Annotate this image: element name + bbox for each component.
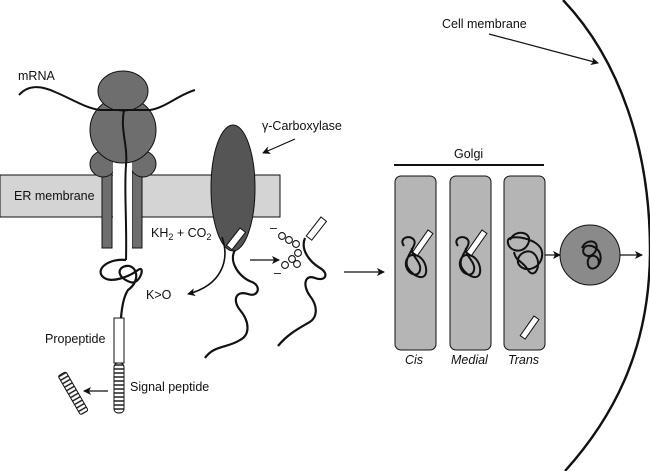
mrna-strand: [18, 86, 196, 111]
gla-residues: [278, 232, 302, 269]
carboxylated-propeptide: [305, 216, 328, 241]
cell-membrane-pointer-arrow: [488, 33, 599, 66]
translocon-right: [131, 167, 143, 249]
coo-minus-upper: –: [270, 221, 277, 235]
golgi-medial: Medial: [449, 175, 492, 367]
carboxylase-label: γ-Carboxylase: [262, 119, 342, 133]
substrate-protein: [204, 249, 259, 359]
golgi-cis-label: Cis: [405, 353, 423, 367]
epoxide-conversion-arrow: [187, 236, 226, 297]
epoxide-label: K>O: [146, 288, 172, 302]
propeptide: [113, 317, 125, 364]
carboxylated-protein: [277, 237, 327, 347]
golgi-label: Golgi: [454, 147, 483, 161]
er-membrane-label: ER membrane: [14, 189, 95, 203]
signal-peptide-label: Signal peptide: [130, 380, 209, 394]
nascent-chain: [121, 109, 128, 261]
coo-minus-lower: –: [274, 266, 281, 280]
golgi-cis: Cis: [394, 175, 437, 367]
cofactor-label: KH2 + CO2: [151, 226, 211, 242]
propeptide-label: Propeptide: [45, 332, 106, 346]
translocon-left: [101, 167, 113, 249]
mrna-label: mRNA: [18, 69, 55, 83]
carboxylase-bound-propeptide: [225, 227, 247, 251]
golgi-trans: Trans: [503, 175, 546, 367]
secretory-vesicle: [559, 224, 621, 286]
ribosome-small-subunit: [97, 70, 149, 112]
nascent-polypeptide-fold: [99, 258, 143, 319]
gamma-carboxylase: [210, 124, 256, 252]
cell-membrane-label: Cell membrane: [442, 17, 527, 31]
golgi-trans-label: Trans: [508, 353, 539, 367]
carboxylase-pointer-arrow: [262, 138, 296, 154]
translocon-channel: [113, 155, 132, 250]
cleaved-signal-peptide: [58, 371, 89, 415]
golgi-medial-label: Medial: [451, 353, 489, 367]
signal-peptide: [113, 362, 125, 414]
